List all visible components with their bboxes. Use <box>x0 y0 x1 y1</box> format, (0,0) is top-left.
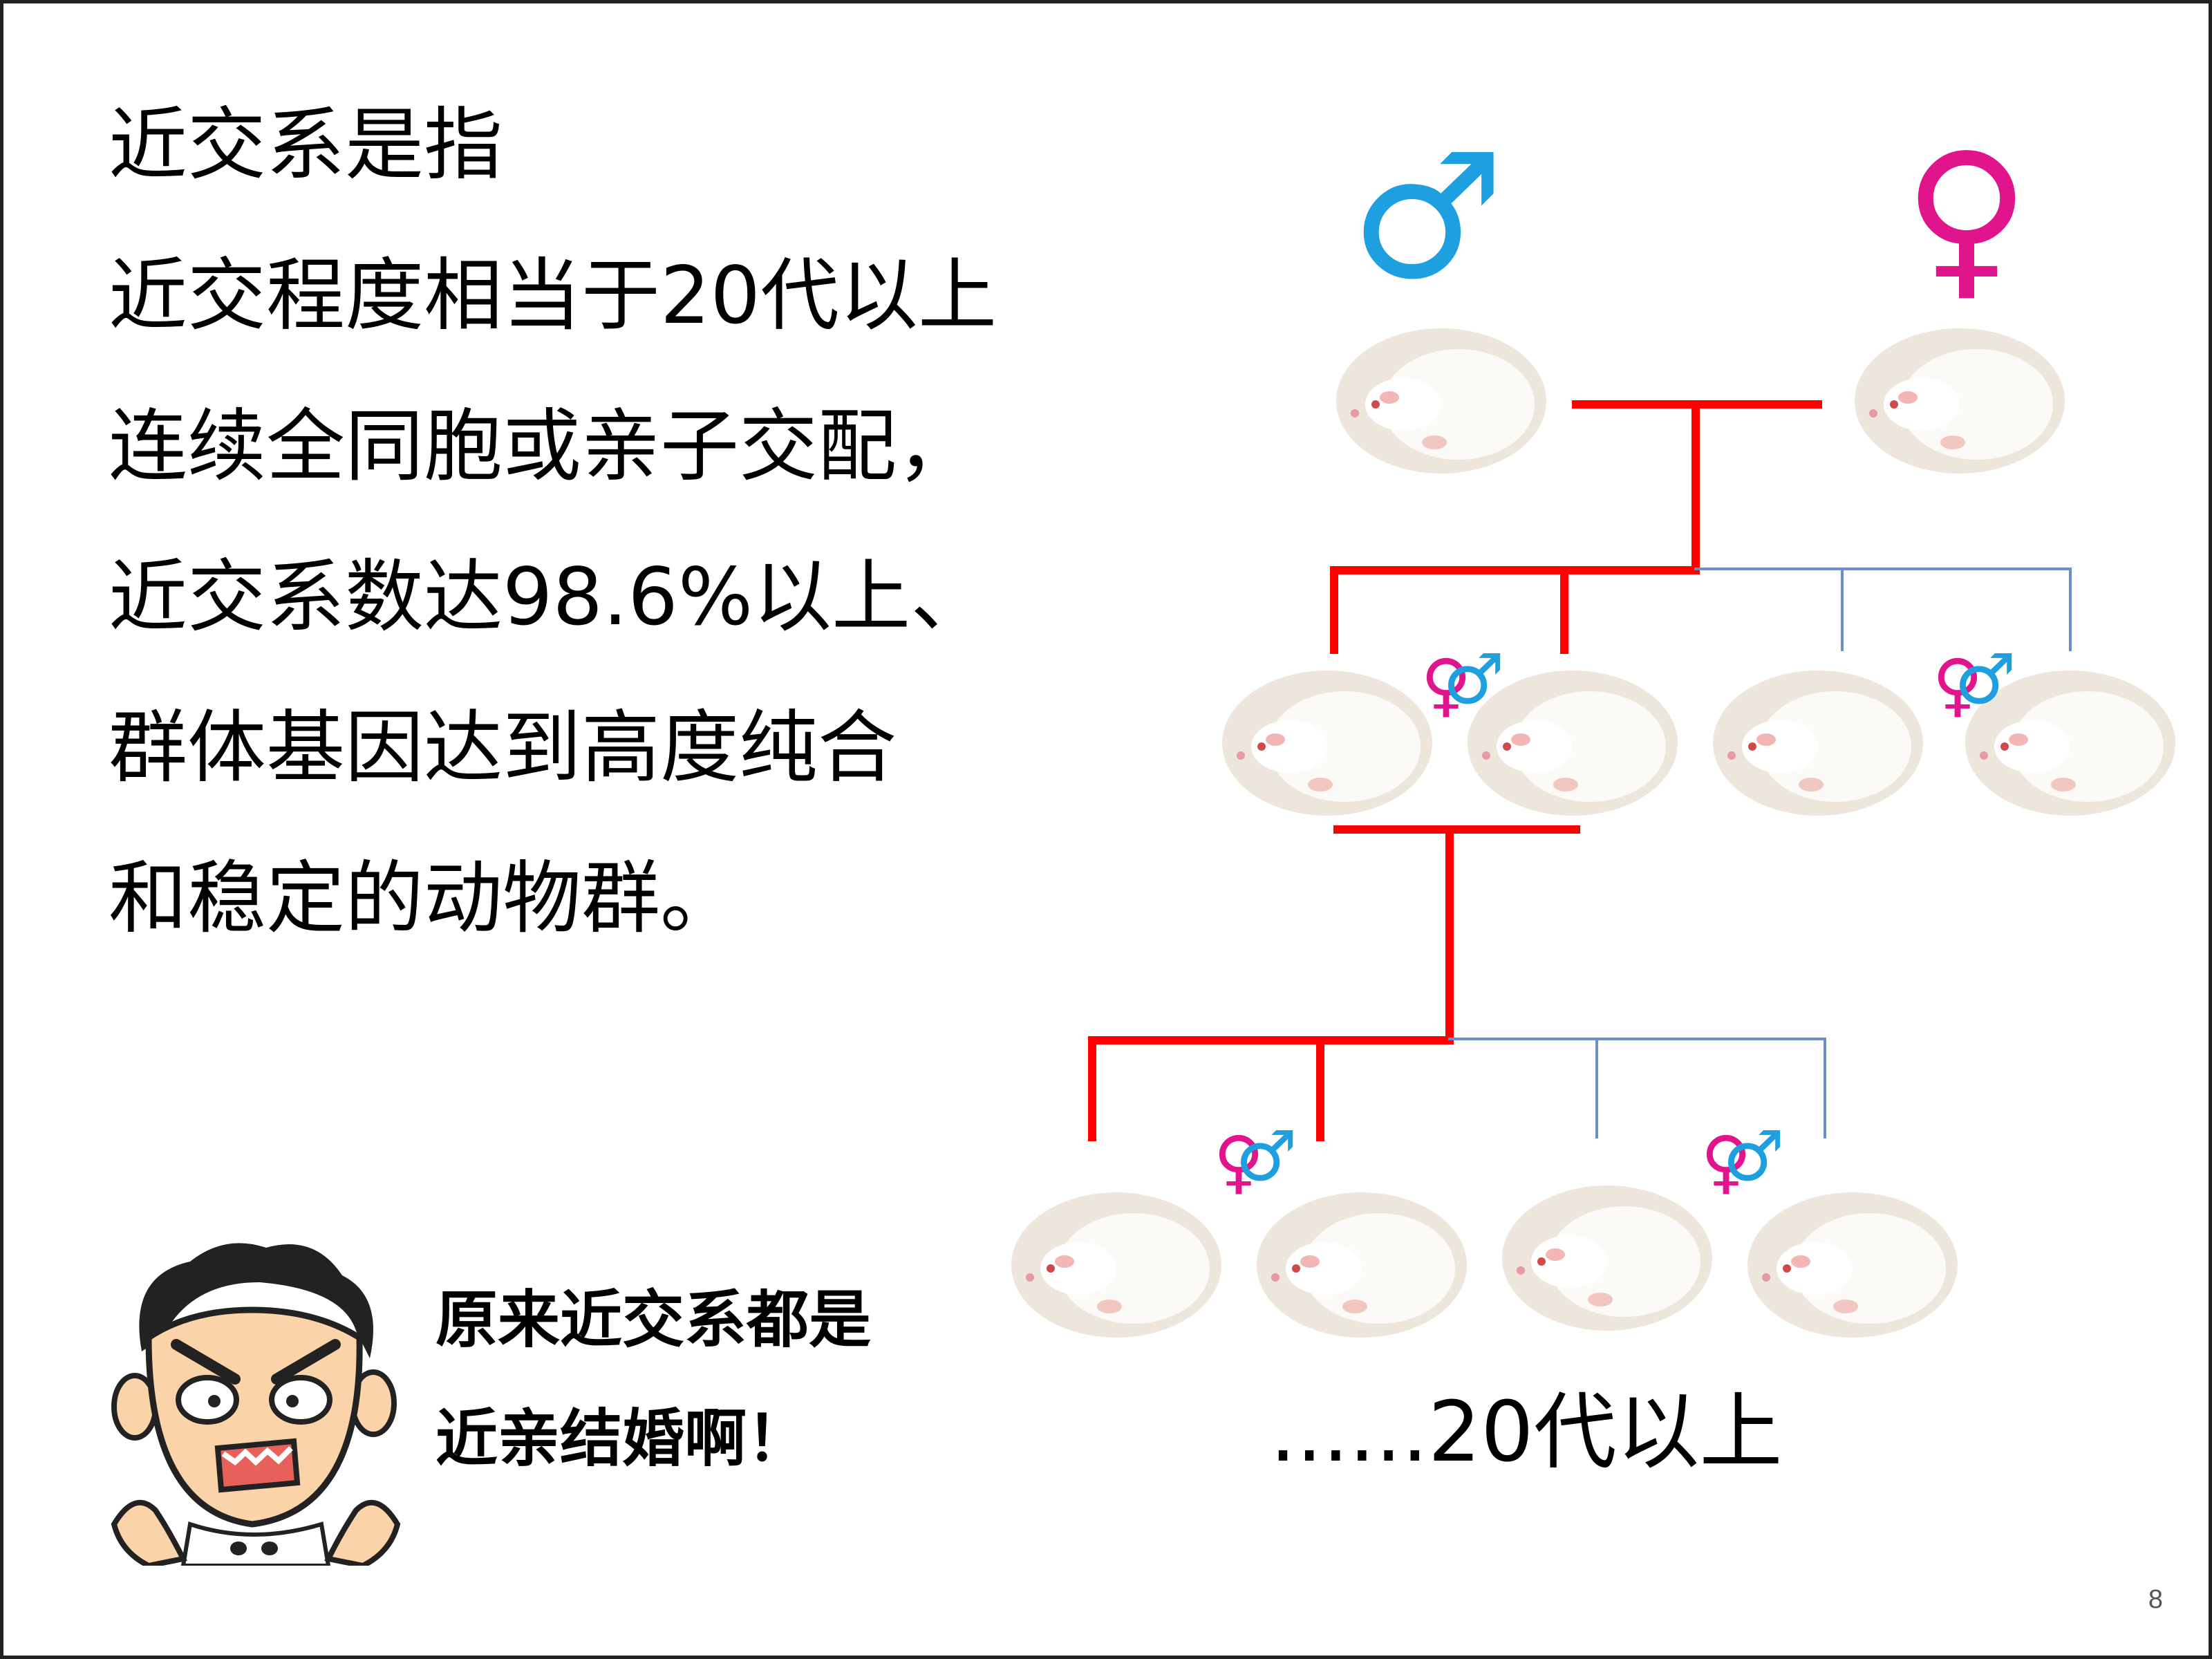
gen2-mouse-3 <box>1713 671 1923 816</box>
shirt <box>180 1521 331 1566</box>
hair <box>139 1243 373 1358</box>
right-eyebrow <box>271 1339 341 1385</box>
gen2-mouse-2 <box>1468 671 1678 816</box>
right-eye <box>269 1375 332 1425</box>
gen3-pair-1-male-symbol: ♂ <box>1235 1116 1297 1197</box>
gen3-pair-2-female-symbol: ♀ <box>1700 1121 1751 1202</box>
gen3-pair-1-female-symbol: ♀ <box>1213 1121 1264 1202</box>
gen3-pair-2-male-symbol: ♂ <box>1723 1116 1785 1197</box>
parent-female-symbol: ♀ <box>1903 116 2030 317</box>
speech-line-2: 近亲结婚啊！ <box>435 1403 809 1475</box>
cartoon-character <box>111 1243 401 1566</box>
definition-line-5: 群体基因达到高度纯合 <box>109 702 897 794</box>
mouth <box>214 1438 301 1493</box>
definition-line-6: 和稳定的动物群。 <box>109 852 740 944</box>
definition-line-1: 近交系是指 <box>109 99 503 191</box>
gen3-mouse-4 <box>1747 1192 1958 1338</box>
generation-caption: ......20代以上 <box>1270 1385 1783 1481</box>
parent-male-mouse <box>1336 328 1546 474</box>
definition-line-4: 近交系数达98.6%以上、 <box>109 551 990 643</box>
gen2-pair-2-male-symbol: ♂ <box>1954 639 2016 720</box>
gen2-mouse-4 <box>1965 671 2175 816</box>
left-hand <box>111 1499 187 1566</box>
speech-line-1: 原来近交系都是 <box>435 1284 871 1356</box>
right-hand <box>324 1499 401 1566</box>
gen2-pair-1-male-symbol: ♂ <box>1443 639 1505 720</box>
gen3-mouse-3 <box>1502 1185 1712 1331</box>
definition-line-3: 连续全同胞或亲子交配， <box>109 400 976 492</box>
definition-line-2: 近交程度相当于20代以上 <box>109 250 997 341</box>
parent-female-mouse <box>1855 328 2065 474</box>
gen3-mouse-1 <box>1011 1192 1221 1338</box>
gen2-pair-1-female-symbol: ♀ <box>1421 644 1471 725</box>
parent-male-symbol: ♂ <box>1350 116 1505 317</box>
gen3-mouse-2 <box>1257 1192 1467 1338</box>
breeding-tree: ♂♀♀♂♀♂♀♂♀♂ <box>1011 116 2175 1338</box>
left-eyebrow <box>171 1339 241 1385</box>
gen2-mouse-1 <box>1222 671 1432 816</box>
gen2-pair-2-female-symbol: ♀ <box>1932 644 1983 725</box>
page-number: 8 <box>2148 1585 2163 1614</box>
left-eye <box>176 1375 239 1425</box>
